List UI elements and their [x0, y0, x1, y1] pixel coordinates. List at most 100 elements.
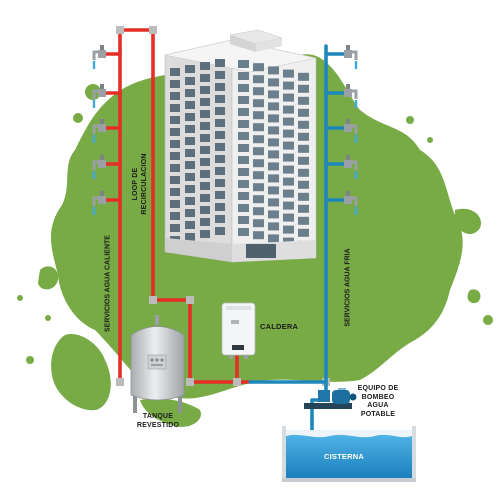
building-window — [215, 227, 225, 235]
building-window — [200, 182, 210, 190]
building-window — [283, 129, 294, 138]
building-window — [215, 203, 225, 211]
building-window — [283, 81, 294, 90]
building-window — [200, 170, 210, 178]
building-window — [215, 215, 225, 223]
hot-side-faucets — [92, 45, 106, 215]
building-window — [268, 126, 279, 135]
building-window — [298, 180, 309, 189]
pump-label-line1: EQUIPO DE — [357, 385, 399, 392]
cold-water-services-label: SERVICIOS AGUA FRIA — [344, 248, 352, 327]
cold-side-faucets — [344, 45, 358, 215]
pump-icon — [304, 388, 357, 409]
building-window — [268, 162, 279, 171]
building-window — [185, 77, 195, 85]
boiler-icon — [221, 302, 256, 359]
building-window — [170, 200, 180, 208]
building-window — [268, 210, 279, 219]
building-window — [253, 195, 264, 204]
building-window — [185, 149, 195, 157]
building-window — [253, 207, 264, 216]
building-window — [185, 173, 195, 181]
building-window — [215, 143, 225, 151]
building-window — [253, 111, 264, 120]
building-window — [298, 132, 309, 141]
building-window — [238, 108, 249, 116]
building-window — [283, 177, 294, 186]
building-window — [283, 93, 294, 102]
building-window — [200, 74, 210, 82]
building-window — [268, 138, 279, 147]
building-window — [170, 152, 180, 160]
building-window — [215, 83, 225, 91]
loop-label-line2: RECIRCULACION — [140, 153, 148, 215]
building-window — [185, 125, 195, 133]
cistern-label: CISTERNA — [324, 452, 364, 461]
building-window — [185, 161, 195, 169]
building-window — [268, 234, 279, 243]
building-window — [298, 84, 309, 93]
building-window — [238, 60, 249, 68]
building-icon — [164, 29, 317, 263]
building-window — [215, 59, 225, 67]
building-window — [200, 86, 210, 94]
recirculation-loop-label: LOOP DE RECIRCULACION — [132, 144, 154, 224]
building-window — [238, 72, 249, 80]
building-window — [170, 92, 180, 100]
building-window — [238, 228, 249, 236]
building-window — [268, 198, 279, 207]
tank-label: TANQUE REVESTIDO — [128, 413, 188, 430]
building-window — [253, 135, 264, 144]
tank-label-line1: TANQUE — [142, 413, 174, 420]
building-window — [283, 201, 294, 210]
building-window — [253, 75, 264, 84]
building-window — [253, 159, 264, 168]
building-window — [298, 96, 309, 105]
loop-label-line1: LOOP DE — [132, 167, 139, 201]
faucet-icon — [344, 119, 358, 143]
building-window — [283, 213, 294, 222]
building-window — [215, 167, 225, 175]
building-window — [238, 144, 249, 152]
building-window — [238, 192, 249, 200]
building-window — [238, 180, 249, 188]
building-window — [215, 131, 225, 139]
building-window — [268, 186, 279, 195]
building-window — [200, 110, 210, 118]
building-window — [283, 189, 294, 198]
pump-label-line4: POTABLE — [360, 410, 396, 418]
boiler-label: CALDERA — [260, 322, 299, 331]
building-window — [253, 99, 264, 108]
building-window — [268, 66, 279, 75]
faucet-icon — [92, 84, 106, 108]
faucet-icon — [344, 155, 358, 179]
building-window — [185, 137, 195, 145]
building-window — [298, 204, 309, 213]
building-window — [185, 89, 195, 97]
building-window — [283, 165, 294, 174]
building-window — [253, 171, 264, 180]
building-window — [185, 197, 195, 205]
building-window — [283, 153, 294, 162]
building-window — [268, 78, 279, 87]
building-window — [298, 192, 309, 201]
building-window — [298, 156, 309, 165]
building-window — [215, 71, 225, 79]
building-window — [170, 176, 180, 184]
faucet-icon — [92, 155, 106, 179]
building-window — [185, 209, 195, 217]
building-window — [238, 216, 249, 224]
building-window — [238, 132, 249, 140]
building-window — [238, 96, 249, 104]
building-window — [283, 141, 294, 150]
building-window — [200, 206, 210, 214]
building-window — [215, 179, 225, 187]
building-window — [200, 158, 210, 166]
tank-label-line2: REVESTIDO — [136, 421, 180, 429]
building-window — [268, 222, 279, 231]
faucet-icon — [344, 191, 358, 215]
building-window — [268, 114, 279, 123]
building-window — [268, 102, 279, 111]
building-window — [253, 147, 264, 156]
